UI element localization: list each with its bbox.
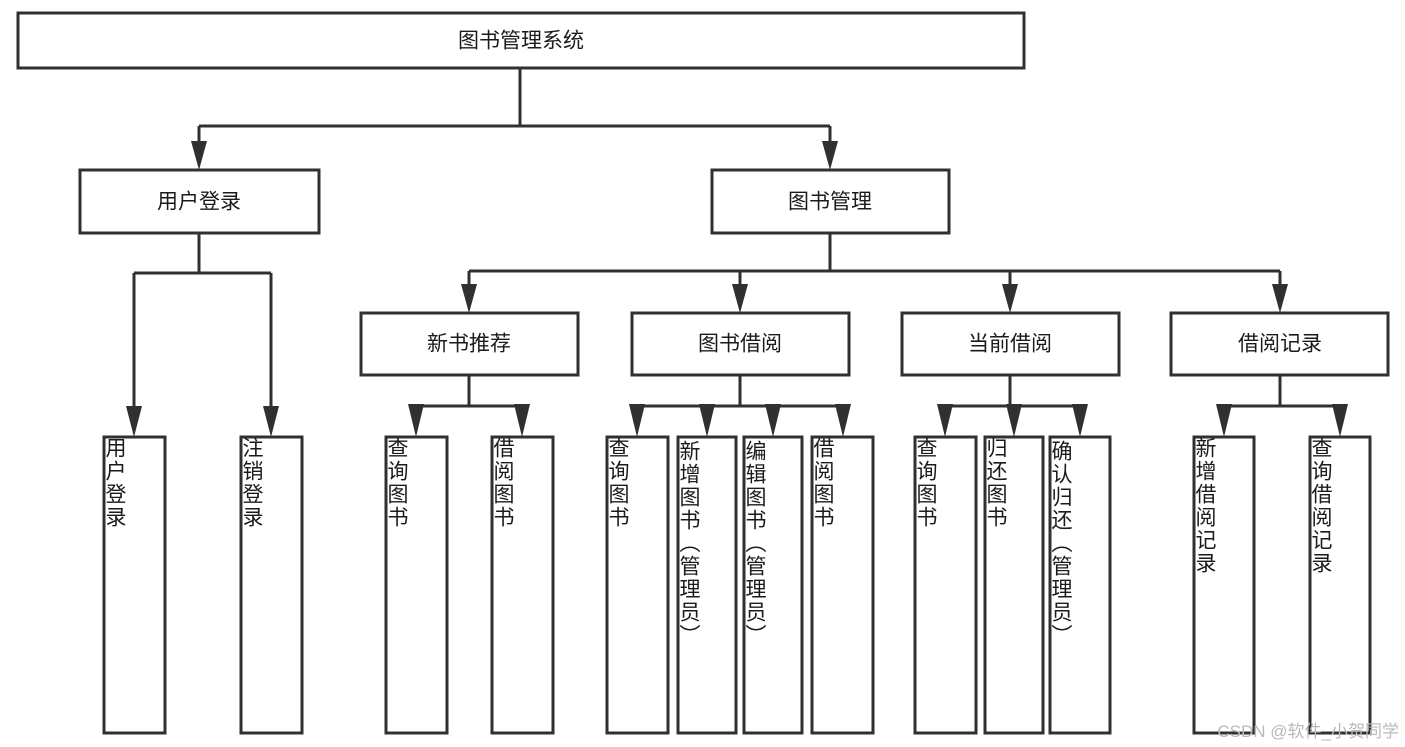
node-root-label: 图书管理系统 [458,30,584,53]
node-root[interactable]: 图书管理系统 [16,11,1026,70]
node-current-borrow-box[interactable] [900,311,1121,377]
node-leaf-return-book-box[interactable] [983,435,1045,735]
node-book-borrow-label: 图书借阅 [698,333,782,356]
node-leaf-query-book-2-box[interactable] [605,435,670,735]
node-leaf-borrow-book-1-box[interactable] [490,435,555,735]
node-leaf-query-book-1-box[interactable] [384,435,449,735]
node-borrow-record-box[interactable] [1169,311,1390,377]
arrow-head-leaf-user-login [126,406,142,437]
arrow-head-book-borrow [732,284,748,313]
node-new-book-recommend-label: 新书推荐 [427,333,511,356]
node-leaf-add-record-box[interactable] [1192,435,1256,735]
arrow-head-leaf-borrow-book-2 [835,404,851,437]
node-book-borrow[interactable]: 图书借阅 [630,311,851,377]
node-current-borrow[interactable]: 当前借阅 [900,311,1121,377]
node-leaf-user-login-box[interactable] [102,435,167,735]
node-root-box[interactable] [16,11,1026,70]
node-leaf-query-record-box[interactable] [1308,435,1372,735]
arrow-head-leaf-query-record [1332,404,1348,437]
arrow-head-leaf-logout-login [263,406,279,437]
arrow-head-leaf-borrow-book-1 [514,404,530,437]
node-leaf-add-book-box[interactable] [676,435,738,735]
node-book-management-label: 图书管理 [788,191,872,214]
arrow-head-leaf-query-book-2 [629,404,645,437]
arrow-head-leaf-query-book-1 [408,404,424,437]
arrow-head-user-login [191,141,207,170]
arrow-head-current-borrow [1002,284,1018,313]
arrow-head-book-management [822,141,838,170]
node-new-book-recommend[interactable]: 新书推荐 [359,311,580,377]
arrow-head-leaf-edit-book [765,404,781,437]
node-book-borrow-box[interactable] [630,311,851,377]
edges-layer [126,68,1348,437]
node-leaf-edit-book-box[interactable] [742,435,804,735]
node-borrow-record[interactable]: 借阅记录 [1169,311,1390,377]
arrow-head-leaf-query-book-3 [937,404,953,437]
node-borrow-record-label: 借阅记录 [1238,333,1322,356]
nodes-layer: 图书管理系统 用户登录 图书管理 新书推荐 图书借阅 当前 [16,11,1390,735]
arrow-head-leaf-add-book [699,404,715,437]
node-book-management-box[interactable] [710,168,951,235]
node-leaf-borrow-book-2-box[interactable] [810,435,875,735]
node-current-borrow-label: 当前借阅 [968,333,1052,356]
arrow-head-leaf-return-book [1006,404,1022,437]
node-user-login[interactable]: 用户登录 [78,168,321,235]
node-leaf-query-book-3-box[interactable] [913,435,978,735]
arrow-head-leaf-confirm-return [1072,404,1088,437]
arrow-head-borrow-record [1272,284,1288,313]
node-leaf-logout-login-box[interactable] [239,435,304,735]
arrow-head-new-book-recommend [461,284,477,313]
node-new-book-recommend-box[interactable] [359,311,580,377]
node-user-login-label: 用户登录 [157,191,241,214]
node-leaf-confirm-return-box[interactable] [1048,435,1112,735]
node-user-login-box[interactable] [78,168,321,235]
arrow-head-leaf-add-record [1216,404,1232,437]
node-book-management[interactable]: 图书管理 [710,168,951,235]
